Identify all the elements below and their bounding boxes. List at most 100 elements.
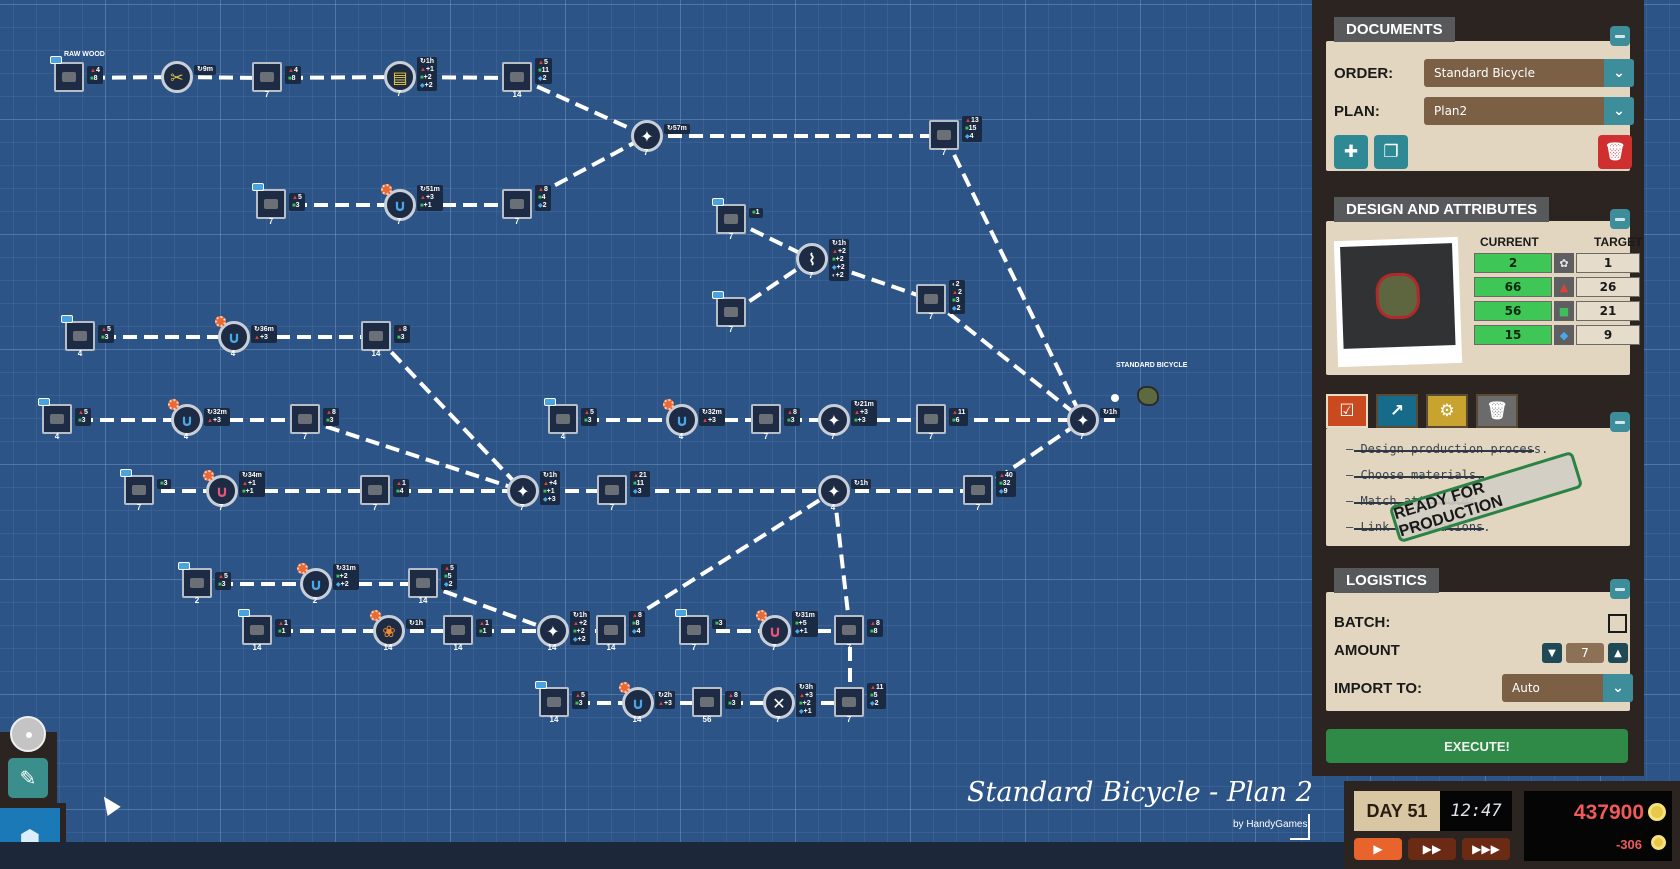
material-slot[interactable] bbox=[252, 62, 282, 92]
fast-forward-button[interactable]: ▶▶ bbox=[1408, 838, 1456, 860]
machine-icon[interactable]: ∪ bbox=[622, 687, 654, 719]
play-button[interactable]: ▶ bbox=[1354, 838, 1402, 860]
new-plan-button[interactable]: ✚ bbox=[1334, 135, 1368, 169]
material-slot[interactable] bbox=[539, 687, 569, 717]
timer-icon[interactable] bbox=[10, 716, 46, 752]
notes-button[interactable]: ✎ bbox=[8, 758, 48, 798]
machine-icon[interactable]: ✂ bbox=[161, 61, 193, 93]
machine-icon[interactable]: ∪ bbox=[384, 189, 416, 221]
material-slot[interactable] bbox=[751, 404, 781, 434]
machine-icon[interactable]: ▤ bbox=[384, 61, 416, 93]
machine-icon[interactable]: ✕ bbox=[763, 687, 795, 719]
material-slot[interactable] bbox=[692, 687, 722, 717]
amount-increase-button[interactable]: ▲ bbox=[1608, 643, 1628, 663]
material-slot[interactable] bbox=[361, 321, 391, 351]
import-dropdown[interactable]: Auto ⌄ bbox=[1502, 674, 1633, 702]
material-slot[interactable] bbox=[596, 615, 626, 645]
connection-link[interactable] bbox=[517, 76, 648, 138]
assembly-icon[interactable]: ✦ bbox=[631, 120, 663, 152]
connection-link[interactable] bbox=[423, 582, 554, 633]
material-slot[interactable] bbox=[834, 687, 864, 717]
material-slot[interactable] bbox=[916, 284, 946, 314]
machine-icon[interactable]: ∪ bbox=[218, 321, 250, 353]
workers-tab[interactable]: ⚙ bbox=[1426, 394, 1468, 428]
node-stats: 53 bbox=[215, 572, 231, 590]
trash-tab[interactable]: 🗑 bbox=[1476, 394, 1518, 428]
connection-link[interactable] bbox=[930, 298, 1085, 422]
material-slot[interactable] bbox=[242, 615, 272, 645]
connection-link[interactable] bbox=[977, 418, 1085, 493]
material-slot[interactable] bbox=[360, 475, 390, 505]
machine-icon[interactable]: ∪ bbox=[171, 404, 203, 436]
material-slot[interactable] bbox=[548, 404, 578, 434]
connection-link[interactable] bbox=[730, 257, 814, 315]
logistics-minimize-button[interactable] bbox=[1610, 579, 1630, 599]
assembly-icon[interactable]: ✦ bbox=[507, 475, 539, 507]
plan-dropdown[interactable]: Plan2 ⌄ bbox=[1424, 97, 1634, 125]
connection-link[interactable] bbox=[832, 490, 852, 632]
amount-decrease-button[interactable]: ▼ bbox=[1542, 643, 1562, 663]
material-slot[interactable] bbox=[408, 568, 438, 598]
material-slot[interactable] bbox=[929, 120, 959, 150]
material-slot[interactable] bbox=[65, 321, 95, 351]
material-slot[interactable] bbox=[502, 189, 532, 219]
material-slot[interactable] bbox=[182, 568, 212, 598]
material-slot[interactable] bbox=[716, 204, 746, 234]
stat-green: 8 bbox=[90, 75, 100, 83]
material-slot[interactable] bbox=[54, 62, 84, 92]
tasks-minimize-button[interactable] bbox=[1610, 412, 1630, 432]
connection-link[interactable] bbox=[375, 335, 525, 493]
machine-icon[interactable]: ∪ bbox=[666, 404, 698, 436]
production-board[interactable]: RAW WOOD STANDARD BICYCLE 48✂9m748▤71h+1… bbox=[0, 0, 1230, 869]
material-slot[interactable] bbox=[290, 404, 320, 434]
material-slot[interactable] bbox=[42, 404, 72, 434]
execute-button[interactable]: EXECUTE! bbox=[1326, 729, 1628, 763]
material-slot[interactable] bbox=[124, 475, 154, 505]
material-slot[interactable] bbox=[916, 404, 946, 434]
connection-link[interactable] bbox=[610, 489, 836, 633]
chevron-down-icon: ▼ bbox=[1548, 647, 1556, 659]
node-quantity: 7 bbox=[268, 217, 274, 226]
stat-time: 1h bbox=[1103, 409, 1117, 417]
connection-link[interactable] bbox=[69, 75, 178, 80]
assembly-icon[interactable]: ✦ bbox=[1067, 404, 1099, 436]
stat-red: 1 bbox=[278, 620, 288, 628]
machine-icon[interactable]: ⌇ bbox=[796, 243, 828, 275]
checklist-tab[interactable]: ☑ bbox=[1326, 394, 1368, 428]
design-minimize-button[interactable] bbox=[1610, 209, 1630, 229]
material-slot[interactable] bbox=[716, 297, 746, 327]
node-stats: 1h bbox=[1100, 408, 1121, 418]
assembly-icon[interactable]: ✦ bbox=[818, 404, 850, 436]
node-stats: 3 bbox=[712, 619, 726, 629]
machine-icon[interactable]: ∪ bbox=[300, 568, 332, 600]
machine-icon[interactable]: ∪ bbox=[206, 475, 238, 507]
material-slot[interactable] bbox=[597, 475, 627, 505]
connection-link[interactable] bbox=[305, 418, 524, 493]
material-slot[interactable] bbox=[963, 475, 993, 505]
minus-icon bbox=[1615, 217, 1625, 221]
task-item: — Choose materials. bbox=[1346, 468, 1484, 482]
material-slot[interactable] bbox=[256, 189, 286, 219]
copy-plan-button[interactable]: ❐ bbox=[1374, 135, 1408, 169]
stat-red: 5 bbox=[218, 573, 228, 581]
stats-tab[interactable]: ↗ bbox=[1376, 394, 1418, 428]
connection-link[interactable] bbox=[943, 135, 1085, 421]
machine-icon[interactable]: ❀ bbox=[373, 615, 405, 647]
material-slot[interactable] bbox=[834, 615, 864, 645]
bicycle-output-icon[interactable] bbox=[1137, 386, 1159, 406]
assembly-icon[interactable]: ✦ bbox=[537, 615, 569, 647]
machine-icon[interactable]: ∪ bbox=[759, 615, 791, 647]
material-slot[interactable] bbox=[443, 615, 473, 645]
material-slot[interactable] bbox=[679, 615, 709, 645]
documents-minimize-button[interactable] bbox=[1610, 26, 1630, 46]
assembly-icon[interactable]: ✦ bbox=[818, 475, 850, 507]
material-slot[interactable] bbox=[502, 62, 532, 92]
attribute-current: 15 bbox=[1474, 325, 1552, 345]
order-dropdown[interactable]: Standard Bicycle ⌄ bbox=[1424, 59, 1634, 87]
batch-checkbox[interactable] bbox=[1608, 614, 1627, 633]
amount-value[interactable]: 7 bbox=[1566, 643, 1604, 663]
node-quantity: 7 bbox=[846, 643, 852, 652]
delete-plan-button[interactable]: 🗑 bbox=[1598, 135, 1632, 169]
fastest-forward-button[interactable]: ▶▶▶ bbox=[1462, 838, 1510, 860]
material-thumbnail bbox=[724, 307, 738, 317]
